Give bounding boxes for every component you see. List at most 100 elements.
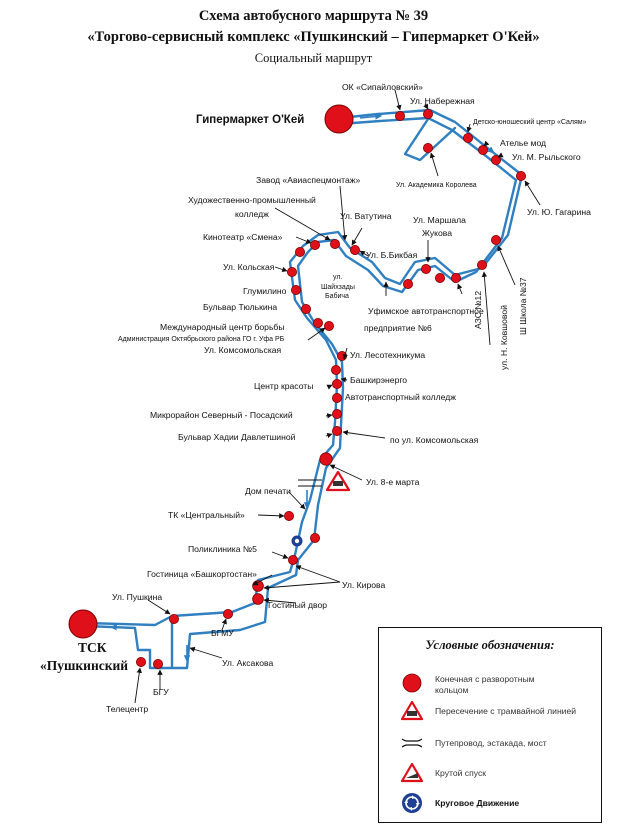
stop-dot[interactable] bbox=[331, 408, 342, 419]
legend-terminal-text-2: кольцом bbox=[435, 685, 469, 695]
stop-label-gagarina: Ул. Ю. Гагарина bbox=[527, 207, 591, 217]
legend-bridge-text: Путепровод, эстакада, мост bbox=[435, 738, 547, 748]
leader-lines bbox=[134, 89, 541, 704]
stop-label-azs: АЗС №12 bbox=[473, 291, 483, 329]
stop-dot[interactable] bbox=[309, 533, 320, 544]
stop-dot[interactable] bbox=[331, 425, 342, 436]
stop-label-shaykhzady-3: Бабича bbox=[325, 292, 349, 300]
route-line-c bbox=[403, 114, 457, 162]
stop-label-pushkina: Ул. Пушкина bbox=[112, 592, 162, 602]
stop-dot[interactable] bbox=[290, 284, 301, 295]
stop-label-bor-ba: Международный центр борьбы bbox=[160, 322, 285, 332]
stop-label-school37: Ш Школа №37 bbox=[518, 277, 528, 335]
route-direction-arrows bbox=[109, 113, 495, 663]
stop-label-vosmoe-marta: Ул. 8-е марта bbox=[366, 477, 420, 487]
stop-dot[interactable] bbox=[152, 659, 163, 670]
stop-dot[interactable] bbox=[394, 111, 405, 122]
stop-label-davletshina: Бульвар Хадии Давлетшиной bbox=[178, 432, 296, 442]
stop-label-lesotehnikum: Ул. Лесотехникума bbox=[350, 350, 425, 360]
legend-descent-text: Крутой спуск bbox=[435, 768, 486, 778]
stop-dot[interactable] bbox=[422, 142, 433, 153]
stop-dot[interactable] bbox=[323, 320, 334, 331]
roundabout-icon bbox=[402, 793, 422, 813]
stop-dot[interactable] bbox=[331, 392, 342, 403]
stop-label-poliklinika: Поликлиника №5 bbox=[188, 544, 257, 554]
legend-roundabout-text: Круговое Движение bbox=[435, 798, 520, 808]
stop-dot[interactable] bbox=[477, 144, 488, 155]
stop-dot[interactable] bbox=[222, 609, 233, 620]
tram-crossing-warning-icon bbox=[325, 470, 351, 492]
stop-dot[interactable] bbox=[283, 510, 294, 521]
stop-dot[interactable] bbox=[462, 132, 473, 143]
stop-dot[interactable] bbox=[516, 170, 527, 181]
stop-dot[interactable] bbox=[168, 614, 179, 625]
stop-dot[interactable] bbox=[490, 234, 501, 245]
stop-dot[interactable] bbox=[309, 239, 320, 250]
legend-terminal-text-1: Конечная с разворотным bbox=[435, 674, 535, 684]
stop-label-ufa-atp-1: Уфимское автотранспортное bbox=[368, 306, 484, 316]
stop-label-ok-sipaylovsky: ОК «Сипайловский» bbox=[342, 82, 423, 92]
stop-dot[interactable] bbox=[402, 278, 413, 289]
stop-label-gost-dvor: Гостиный двор bbox=[268, 600, 327, 610]
stop-label-zhukova-1: Ул. Маршала bbox=[413, 215, 466, 225]
stop-dot[interactable] bbox=[349, 244, 360, 255]
stop-dot[interactable] bbox=[330, 364, 341, 375]
stop-label-telecenter: Телецентр bbox=[106, 704, 148, 714]
stop-dot[interactable] bbox=[476, 259, 487, 270]
stop-dot[interactable] bbox=[294, 246, 305, 257]
route-line-a bbox=[83, 108, 524, 627]
stop-label-bgmu: БГМУ bbox=[211, 628, 234, 638]
tram-crossing-warning-icon bbox=[401, 700, 423, 721]
stop-label-tk-centralny: ТК «Центральный» bbox=[168, 510, 245, 520]
stop-label-salyam: Детско-юношеский центр «Салям» bbox=[473, 118, 587, 126]
stop-label-koroleva: Ул. Академика Королева bbox=[396, 182, 477, 189]
stop-dot[interactable] bbox=[319, 452, 333, 466]
stop-dot[interactable] bbox=[252, 593, 264, 605]
stop-label-rylsky: Ул. М. Рыльского bbox=[512, 152, 581, 162]
map-title: Схема автобусного маршрута № 39 bbox=[198, 8, 429, 24]
stop-label-aviaspetsmontazh: Завод «Авиаспецмонтаж» bbox=[256, 175, 361, 185]
stop-dot[interactable] bbox=[450, 272, 461, 283]
roundabout-icon bbox=[291, 535, 303, 547]
stop-dot[interactable] bbox=[434, 272, 445, 283]
stop-dot[interactable] bbox=[135, 657, 146, 668]
stop-label-gost-bashkortostan: Гостиница «Башкортостан» bbox=[147, 569, 257, 579]
stop-label-admin: Администрация Октябрьского района ГО г. … bbox=[118, 335, 285, 343]
stop-dot[interactable] bbox=[329, 238, 340, 249]
stop-dot[interactable] bbox=[331, 378, 342, 389]
stop-dot[interactable] bbox=[422, 109, 433, 120]
stop-label-smena: Кинотеатр «Смена» bbox=[203, 232, 283, 242]
stop-dot[interactable] bbox=[287, 555, 298, 566]
bridge-icon bbox=[401, 738, 423, 748]
legend-title: Условные обозначения: bbox=[425, 638, 555, 652]
stop-label-aksakova: Ул. Аксакова bbox=[222, 658, 273, 668]
stop-dot[interactable] bbox=[286, 266, 297, 277]
stop-label-kovshovoy: ул. Н. Ковшовой bbox=[499, 305, 509, 370]
terminal-south-label-1: ТСК bbox=[78, 640, 107, 655]
legend-tram-text: Пересечение с трамвайной линией bbox=[435, 706, 577, 716]
stop-label-centr-krasoty: Центр красоты bbox=[254, 381, 313, 391]
stop-label-po-komsomolskaya: по ул. Комсомольская bbox=[390, 435, 479, 445]
stop-label-glumilino: Глумилино bbox=[243, 286, 287, 296]
stop-dot[interactable] bbox=[312, 317, 323, 328]
stop-label-ufa-atp-2: предприятие №6 bbox=[364, 323, 432, 333]
stop-label-bgu: БГУ bbox=[153, 687, 169, 697]
red-circle-icon bbox=[402, 673, 422, 693]
terminal-north-circle[interactable] bbox=[324, 104, 354, 134]
stop-label-atelie: Ателье мод bbox=[500, 138, 546, 148]
stop-dots bbox=[135, 109, 527, 670]
stop-dot[interactable] bbox=[490, 154, 501, 165]
legend: Условные обозначения: Конечная с разворо… bbox=[378, 627, 602, 823]
stop-label-hud-prom-2: колледж bbox=[235, 209, 269, 219]
terminal-south-circle[interactable] bbox=[68, 609, 98, 639]
stop-label-shaykhzady-2: Шайхзады bbox=[321, 283, 355, 291]
stop-label-zhukova-2: Жукова bbox=[422, 228, 452, 238]
stop-dot[interactable] bbox=[300, 303, 311, 314]
stop-dot[interactable] bbox=[420, 263, 431, 274]
stop-label-atk: Автотранспортный колледж bbox=[345, 392, 456, 402]
stop-label-kolskaya: Ул. Кольская bbox=[223, 262, 275, 272]
stop-label-bikbaya: Ул. Б.Бикбая bbox=[366, 250, 418, 260]
stop-label-shaykhzady-1: ул. bbox=[333, 274, 342, 281]
stop-label-naberezhnaya: Ул. Набережная bbox=[410, 96, 475, 106]
